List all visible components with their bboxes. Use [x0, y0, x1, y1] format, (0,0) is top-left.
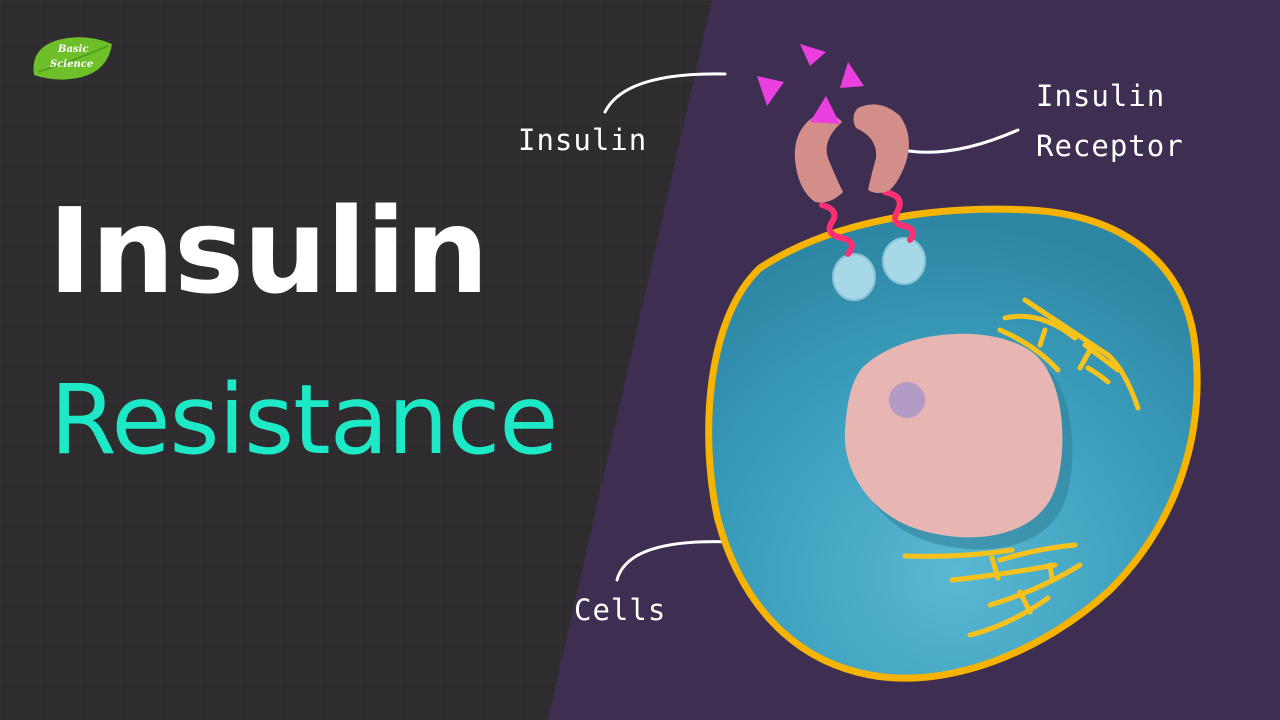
cell-icon [705, 205, 1201, 682]
insulin-pointer [603, 72, 727, 114]
title-resistance: Resistance [50, 364, 558, 476]
receptor-links [819, 189, 917, 257]
insulin-molecule-icon [757, 44, 864, 124]
insulin-receptor-icon [794, 104, 909, 203]
organelle-lower [902, 542, 1083, 638]
label-receptor-line1: Insulin [1036, 79, 1166, 113]
channel-proteins [832, 237, 926, 301]
logo-text-line1: Basic [58, 44, 89, 55]
logo-text-line2: Science [50, 59, 94, 70]
label-cells: Cells [574, 593, 667, 627]
nucleolus [889, 382, 925, 418]
label-receptor-line2: Receptor [1036, 129, 1184, 163]
cells-pointer [615, 540, 734, 582]
title-insulin: Insulin [48, 182, 489, 320]
organelle-upper [997, 297, 1141, 411]
label-insulin: Insulin [518, 123, 648, 157]
leaf-logo-icon [33, 37, 112, 80]
